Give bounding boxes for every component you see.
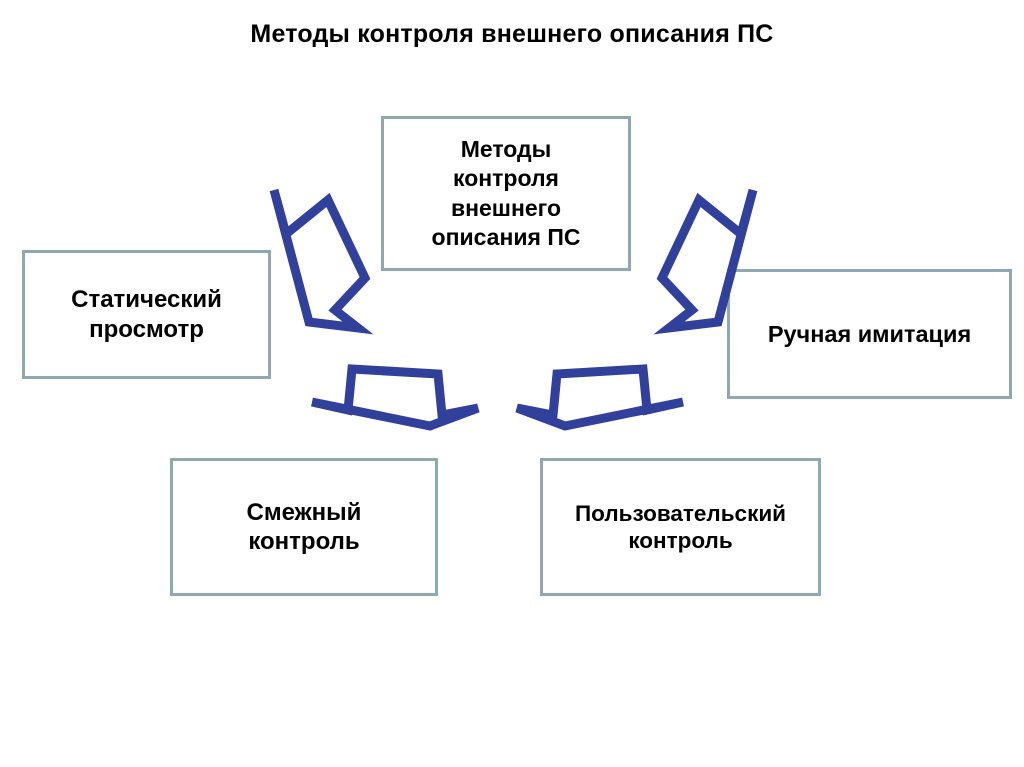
node-box-center: Методы контроля внешнего описания ПС — [381, 116, 631, 271]
node-box-static-review: Статический просмотр — [22, 250, 271, 379]
node-label-user-control: Пользовательский контроль — [575, 500, 786, 553]
node-box-adjacent-control: Смежный контроль — [170, 458, 438, 596]
node-label-static-review: Статический просмотр — [71, 286, 222, 343]
node-label-manual-simulation: Ручная имитация — [767, 320, 972, 347]
node-label-adjacent-control: Смежный контроль — [246, 498, 362, 555]
node-label-center: Методы контроля внешнего описания ПС — [431, 135, 581, 250]
arrow-flat-down-left-icon — [311, 364, 480, 431]
node-box-user-control: Пользовательский контроль — [540, 458, 821, 596]
page-title: Методы контроля внешнего описания ПС — [250, 20, 774, 48]
arrow-flat-down-right-icon — [515, 364, 684, 431]
node-box-manual-simulation: Ручная имитация — [727, 269, 1012, 399]
arrow-down-left-icon — [269, 188, 374, 335]
